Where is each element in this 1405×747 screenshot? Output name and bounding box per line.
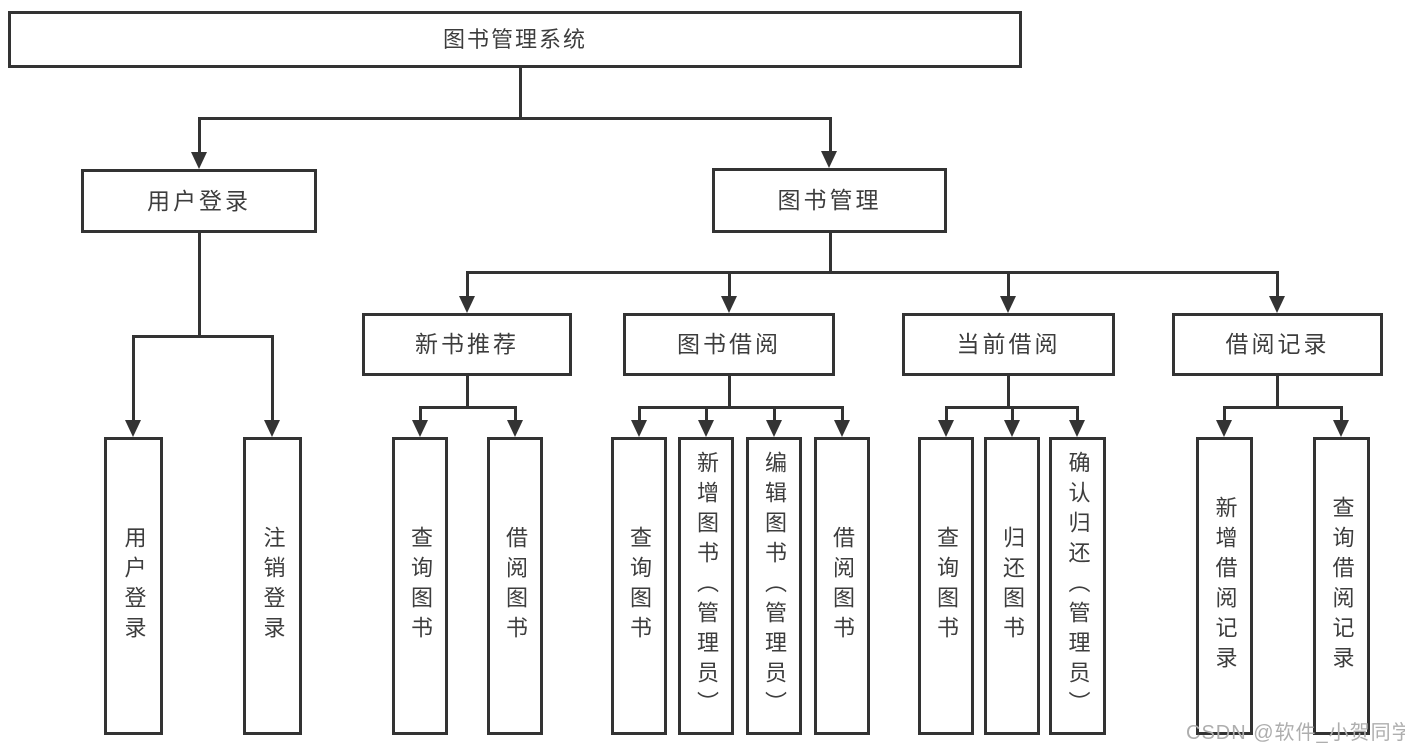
- leaf-confirm-return-admin: 确认归还（管理员）: [1049, 437, 1106, 735]
- arrow-down-icon: [1069, 420, 1085, 437]
- leaf-label: 新增图书（管理员）: [694, 451, 719, 721]
- node-user-login: 用户登录: [81, 169, 317, 233]
- arrow-down-icon: [507, 420, 523, 437]
- node-borrowing-records: 借阅记录: [1172, 313, 1383, 376]
- arrow-down-icon: [1269, 296, 1285, 313]
- leaf-label: 借阅图书: [830, 526, 855, 646]
- connector-vline: [1276, 376, 1279, 409]
- leaf-label: 查询借阅记录: [1329, 496, 1355, 676]
- node-label: 图书管理系统: [442, 26, 587, 52]
- connector-vline: [271, 335, 274, 420]
- arrow-down-icon: [1216, 420, 1232, 437]
- leaf-add-borrow-record: 新增借阅记录: [1196, 437, 1253, 735]
- leaf-label: 查询图书: [408, 526, 433, 646]
- arrow-down-icon: [1004, 420, 1020, 437]
- connector-vline: [829, 117, 832, 152]
- connector-hline: [638, 406, 844, 409]
- arrow-down-icon: [834, 420, 850, 437]
- leaf-label: 查询图书: [934, 526, 959, 646]
- connector-hline: [1223, 406, 1343, 409]
- connector-vline: [728, 271, 731, 296]
- node-book-management: 图书管理: [712, 168, 947, 233]
- arrow-down-icon: [631, 420, 647, 437]
- node-label: 当前借阅: [956, 331, 1061, 357]
- connector-vline: [198, 117, 201, 153]
- node-book-borrowing: 图书借阅: [623, 313, 835, 376]
- arrow-down-icon: [264, 420, 280, 437]
- node-current-borrowing: 当前借阅: [902, 313, 1115, 376]
- connector-vline: [1276, 271, 1279, 296]
- node-label: 新书推荐: [415, 331, 519, 357]
- node-label: 用户登录: [147, 187, 251, 214]
- connector-vline: [705, 406, 708, 420]
- node-library-management-system: 图书管理系统: [8, 11, 1022, 68]
- arrow-down-icon: [1333, 420, 1349, 437]
- connector-vline: [198, 233, 201, 337]
- connector-hline: [419, 406, 517, 409]
- connector-vline: [841, 406, 844, 420]
- leaf-borrow-books-borrowing: 借阅图书: [814, 437, 870, 735]
- arrow-down-icon: [1000, 296, 1016, 313]
- arrow-down-icon: [766, 420, 782, 437]
- connector-hline: [466, 271, 1279, 274]
- connector-vline: [519, 68, 522, 118]
- connector-vline: [466, 376, 469, 409]
- arrow-down-icon: [821, 151, 837, 168]
- leaf-add-books-admin: 新增图书（管理员）: [678, 437, 734, 735]
- leaf-label: 注销登录: [260, 526, 286, 646]
- leaf-edit-books-admin: 编辑图书（管理员）: [746, 437, 802, 735]
- connector-vline: [1007, 271, 1010, 296]
- connector-vline: [1223, 406, 1226, 420]
- connector-hline: [132, 335, 274, 338]
- leaf-label: 查询图书: [627, 526, 652, 646]
- arrow-down-icon: [125, 420, 141, 437]
- node-label: 借阅记录: [1225, 331, 1330, 357]
- leaf-label: 用户登录: [121, 526, 147, 646]
- connector-vline: [1011, 406, 1014, 420]
- connector-vline: [466, 271, 469, 296]
- arrow-down-icon: [191, 152, 207, 169]
- connector-vline: [1007, 376, 1010, 409]
- connector-vline: [1340, 406, 1343, 420]
- connector-vline: [728, 376, 731, 409]
- connector-vline: [419, 406, 422, 420]
- leaf-query-books-recommend: 查询图书: [392, 437, 448, 735]
- connector-vline: [945, 406, 948, 420]
- leaf-label: 借阅图书: [503, 526, 528, 646]
- csdn-watermark: CSDN @软件_小贺同学: [1186, 722, 1405, 744]
- arrow-down-icon: [412, 420, 428, 437]
- leaf-label: 新增借阅记录: [1212, 496, 1238, 676]
- arrow-down-icon: [459, 296, 475, 313]
- node-label: 图书管理: [777, 187, 882, 213]
- leaf-label: 归还图书: [1000, 526, 1025, 646]
- node-label: 图书借阅: [677, 331, 781, 357]
- connector-vline: [638, 406, 641, 420]
- leaf-label: 编辑图书（管理员）: [762, 451, 787, 721]
- connector-vline: [132, 335, 135, 420]
- connector-vline: [773, 406, 776, 420]
- leaf-borrow-books-recommend: 借阅图书: [487, 437, 543, 735]
- arrow-down-icon: [698, 420, 714, 437]
- connector-vline: [514, 406, 517, 420]
- leaf-return-books: 归还图书: [984, 437, 1040, 735]
- leaf-query-books-borrowing: 查询图书: [611, 437, 667, 735]
- leaf-logout: 注销登录: [243, 437, 302, 735]
- arrow-down-icon: [938, 420, 954, 437]
- connector-vline: [829, 233, 832, 274]
- leaf-query-books-current: 查询图书: [918, 437, 974, 735]
- leaf-user-login: 用户登录: [104, 437, 163, 735]
- connector-hline: [198, 117, 832, 120]
- connector-vline: [1076, 406, 1079, 420]
- leaf-query-borrow-record: 查询借阅记录: [1313, 437, 1370, 735]
- leaf-label: 确认归还（管理员）: [1065, 451, 1091, 721]
- arrow-down-icon: [721, 296, 737, 313]
- node-new-book-recommend: 新书推荐: [362, 313, 572, 376]
